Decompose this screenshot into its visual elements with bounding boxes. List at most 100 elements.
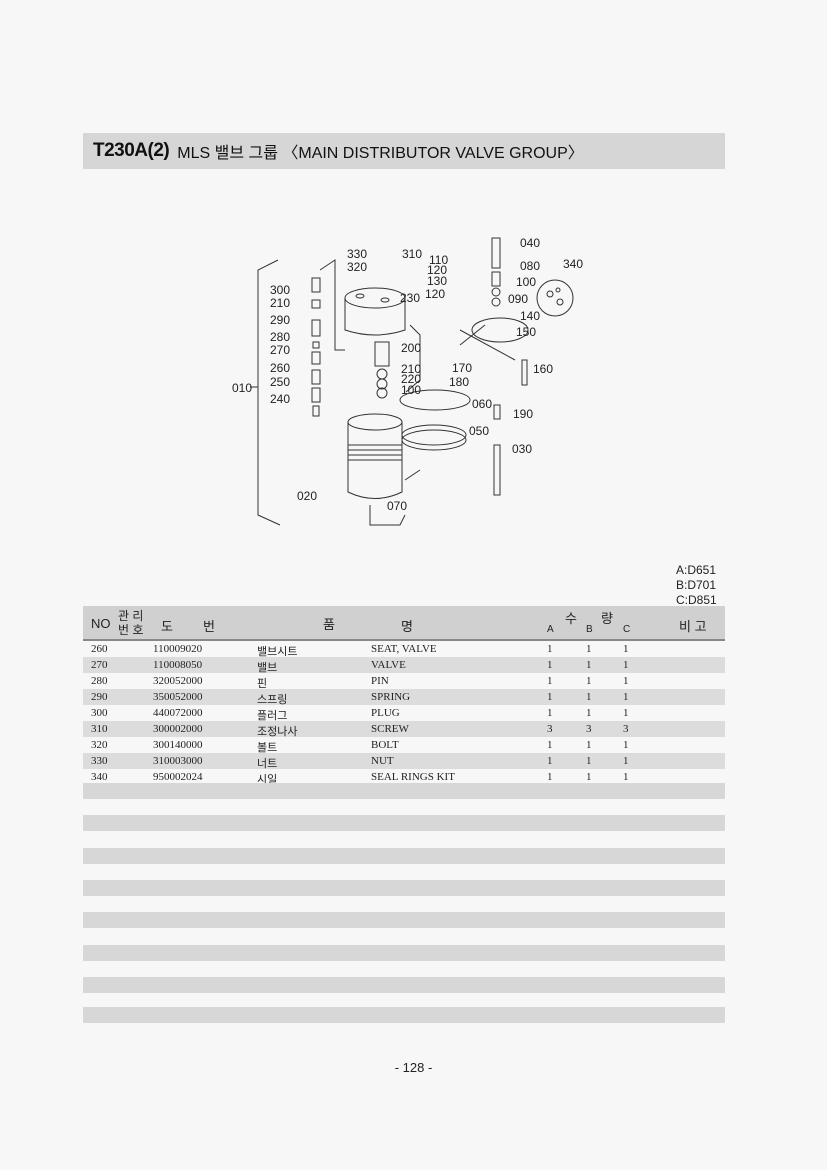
svg-text:110: 110 xyxy=(429,253,448,267)
cell-part: 300002000 xyxy=(153,723,203,735)
cell-en: SPRING xyxy=(371,691,411,703)
empty-row-band xyxy=(83,815,725,831)
svg-text:100: 100 xyxy=(401,383,421,397)
cell-a: 3 xyxy=(547,723,553,735)
table-row: 300 440072000 플러그 PLUG 1 1 1 xyxy=(83,705,725,722)
page-number: - 128 - xyxy=(394,1060,433,1075)
svg-text:050: 050 xyxy=(469,424,489,438)
empty-row-band xyxy=(83,977,725,993)
svg-text:180: 180 xyxy=(449,375,469,389)
svg-text:250: 250 xyxy=(270,375,290,389)
svg-text:340: 340 xyxy=(563,257,583,271)
cell-kr: 밸브 xyxy=(257,662,278,674)
cell-kr: 핀 xyxy=(257,678,268,690)
cell-no: 290 xyxy=(91,691,108,703)
header-mgmt-top: 관 리 xyxy=(118,609,144,623)
cell-no: 320 xyxy=(91,739,108,751)
header-mgmt-bottom: 번 호 xyxy=(118,623,144,637)
cell-no: 280 xyxy=(91,675,108,687)
cell-en: SEAL RINGS KIT xyxy=(371,771,455,783)
page-title-bar: T230A(2) MLS 밸브 그룹 〈MAIN DISTRIBUTOR VAL… xyxy=(83,133,725,169)
cell-en: SCREW xyxy=(371,723,409,735)
cell-c: 1 xyxy=(623,659,629,671)
cell-a: 1 xyxy=(547,659,553,671)
svg-text:320: 320 xyxy=(347,260,367,274)
svg-text:090: 090 xyxy=(508,292,528,306)
cell-c: 1 xyxy=(623,643,629,655)
cell-a: 1 xyxy=(547,691,553,703)
empty-row-band xyxy=(83,912,725,928)
svg-text:300: 300 xyxy=(270,283,290,297)
cell-en: PIN xyxy=(371,675,389,687)
table-row: 280 320052000 핀 PIN 1 1 1 xyxy=(83,673,725,690)
svg-text:020: 020 xyxy=(297,489,317,503)
cell-part: 110008050 xyxy=(153,659,203,671)
cell-b: 1 xyxy=(586,771,592,783)
empty-row-band xyxy=(83,783,725,799)
header-qty2: 량 xyxy=(601,611,613,626)
svg-text:220: 220 xyxy=(401,372,421,386)
cell-en: VALVE xyxy=(371,659,406,671)
cell-b: 1 xyxy=(586,755,592,767)
cell-b: 1 xyxy=(586,675,592,687)
svg-text:230: 230 xyxy=(400,291,420,305)
svg-text:270: 270 xyxy=(270,343,290,357)
cell-part: 350052000 xyxy=(153,691,203,703)
cell-c: 1 xyxy=(623,691,629,703)
empty-row-band xyxy=(83,945,725,961)
cell-part: 440072000 xyxy=(153,707,203,719)
svg-text:130: 130 xyxy=(427,274,447,288)
svg-text:160: 160 xyxy=(533,362,553,376)
model-b: B:D701 xyxy=(676,578,717,592)
cell-b: 1 xyxy=(586,659,592,671)
svg-text:140: 140 xyxy=(520,309,540,323)
page-title: MLS 밸브 그룹 〈MAIN DISTRIBUTOR VALVE GROUP〉 xyxy=(177,145,584,162)
cell-en: PLUG xyxy=(371,707,400,719)
cell-kr: 볼트 xyxy=(257,742,278,754)
cell-b: 1 xyxy=(586,739,592,751)
header-b: B xyxy=(586,624,593,635)
svg-text:260: 260 xyxy=(270,361,290,375)
cell-b: 1 xyxy=(586,691,592,703)
svg-text:240: 240 xyxy=(270,392,290,406)
table-row: 320 300140000 볼트 BOLT 1 1 1 xyxy=(83,737,725,754)
cell-a: 1 xyxy=(547,643,553,655)
model-legend: A:D651 B:D701 C:D851 xyxy=(676,563,717,608)
header-a: A xyxy=(547,624,554,635)
cell-part: 320052000 xyxy=(153,675,203,687)
cell-no: 270 xyxy=(91,659,108,671)
cell-no: 260 xyxy=(91,643,108,655)
cell-kr: 조정나사 xyxy=(257,726,298,738)
table-row: 340 950002024 시일 SEAL RINGS KIT 1 1 1 xyxy=(83,769,725,786)
cell-a: 1 xyxy=(547,771,553,783)
cell-c: 1 xyxy=(623,771,629,783)
cell-en: SEAT, VALVE xyxy=(371,643,437,655)
header-name: 명 xyxy=(401,619,413,634)
cell-a: 1 xyxy=(547,739,553,751)
svg-text:210: 210 xyxy=(401,362,421,376)
svg-text:150: 150 xyxy=(516,325,536,339)
table-row: 330 310003000 너트 NUT 1 1 1 xyxy=(83,753,725,770)
svg-text:190: 190 xyxy=(513,407,533,421)
svg-text:010: 010 xyxy=(232,381,252,395)
svg-text:310: 310 xyxy=(402,247,422,261)
cell-a: 1 xyxy=(547,675,553,687)
svg-text:210: 210 xyxy=(270,296,290,310)
svg-text:080: 080 xyxy=(520,259,540,273)
table-row: 260 110009020 밸브시트 SEAT, VALVE 1 1 1 xyxy=(83,641,725,658)
cell-b: 1 xyxy=(586,707,592,719)
empty-row-band xyxy=(83,848,725,864)
svg-text:030: 030 xyxy=(512,442,532,456)
cell-part: 300140000 xyxy=(153,739,203,751)
cell-en: BOLT xyxy=(371,739,399,751)
model-a: A:D651 xyxy=(676,563,717,577)
table-body: 260 110009020 밸브시트 SEAT, VALVE 1 1 1 270… xyxy=(83,641,725,786)
svg-text:200: 200 xyxy=(401,341,421,355)
cell-en: NUT xyxy=(371,755,394,767)
cell-c: 3 xyxy=(623,723,629,735)
svg-text:120: 120 xyxy=(425,287,445,301)
model-c: C:D851 xyxy=(676,593,717,607)
svg-text:100: 100 xyxy=(516,275,536,289)
svg-text:170: 170 xyxy=(452,361,472,375)
cell-part: 310003000 xyxy=(153,755,203,767)
